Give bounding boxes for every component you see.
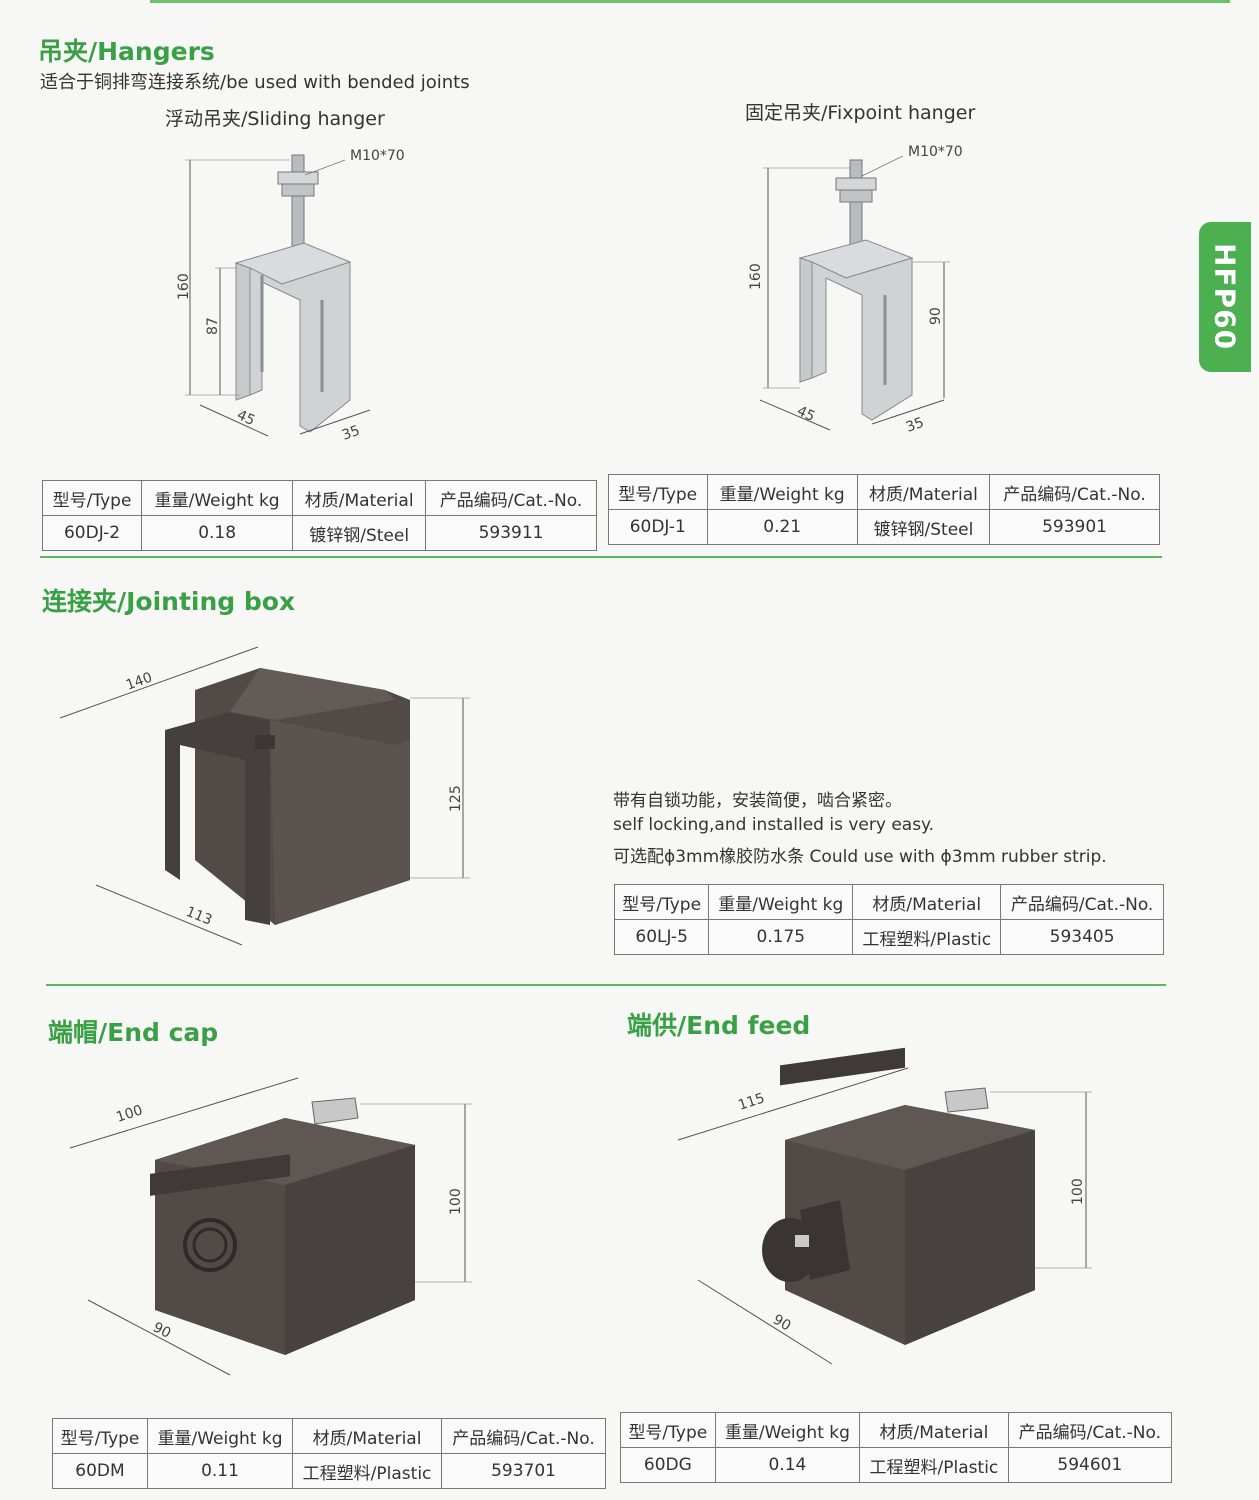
td-catno: 593911 [425, 515, 597, 551]
th-catno: 产品编码/Cat.-No. [1000, 884, 1164, 920]
jointing-desc-option: 可选配ϕ3mm橡胶防水条 Could use with ϕ3mm rubber … [613, 847, 1107, 867]
endcap-dim-100-top: 100 [114, 1102, 144, 1125]
fixpoint-dim-160: 160 [748, 263, 764, 290]
endfeed-dim-115: 115 [736, 1090, 766, 1113]
td-material: 工程塑料/Plastic [852, 919, 1002, 955]
fixpoint-hanger-drawing: M10*70 160 90 45 35 [748, 144, 963, 436]
jointing-title: 连接夹/Jointing box [42, 587, 296, 616]
th-type: 型号/Type [52, 1418, 148, 1454]
td-catno: 593701 [441, 1453, 606, 1489]
top-rule [150, 0, 1230, 3]
th-material: 材质/Material [292, 1418, 443, 1454]
td-type: 60LJ-5 [613, 919, 710, 955]
td-material: 工程塑料/Plastic [859, 1447, 1009, 1483]
td-material: 镀锌钢/Steel [856, 509, 991, 545]
td-weight: 0.21 [706, 509, 858, 545]
fixpoint-dim-45: 45 [794, 403, 817, 425]
td-type: 60DJ-2 [41, 515, 143, 551]
fixpoint-dim-35: 35 [904, 415, 926, 436]
th-weight: 重量/Weight kg [146, 1418, 294, 1454]
sliding-hanger-table: 型号/Type 重量/Weight kg 材质/Material 产品编码/Ca… [41, 480, 597, 551]
th-type: 型号/Type [608, 474, 708, 510]
th-weight: 重量/Weight kg [706, 474, 858, 510]
endfeed-dim-90: 90 [770, 1312, 793, 1335]
th-type: 型号/Type [620, 1412, 716, 1448]
td-type: 60DG [620, 1447, 716, 1483]
td-material: 工程塑料/Plastic [292, 1453, 443, 1489]
section-rule-1 [40, 556, 1162, 558]
endcap-dim-100-side: 100 [448, 1188, 464, 1215]
jointing-dim-113: 113 [184, 904, 215, 929]
td-catno: 593405 [1000, 919, 1164, 955]
th-material: 材质/Material [292, 480, 427, 516]
side-tab: HFP60 [1199, 222, 1251, 372]
td-catno: 594601 [1007, 1447, 1173, 1483]
jointing-box-drawing: 140 125 113 [59, 646, 470, 946]
hangers-subtitle: 适合于铜排弯连接系统/be used with bended joints [40, 72, 470, 93]
th-catno: 产品编码/Cat.-No. [1007, 1412, 1173, 1448]
jointing-desc-en: self locking,and installed is very easy. [613, 815, 935, 835]
td-weight: 0.14 [714, 1447, 861, 1483]
th-weight: 重量/Weight kg [714, 1412, 861, 1448]
endfeed-table: 型号/Type 重量/Weight kg 材质/Material 产品编码/Ca… [620, 1412, 1173, 1483]
th-weight: 重量/Weight kg [141, 480, 294, 516]
fixpoint-hanger-caption: 固定吊夹/Fixpoint hanger [745, 102, 976, 124]
jointing-table: 型号/Type 重量/Weight kg 材质/Material 产品编码/Ca… [613, 884, 1164, 955]
endcap-dim-90: 90 [150, 1319, 173, 1341]
sliding-hanger-drawing: M10*70 160 87 45 35 [176, 148, 405, 444]
td-material: 镀锌钢/Steel [292, 515, 427, 551]
td-weight: 0.18 [141, 515, 294, 551]
sliding-bolt-label: M10*70 [350, 148, 405, 164]
endfeed-title: 端供/End feed [627, 1011, 811, 1040]
th-material: 材质/Material [856, 474, 991, 510]
hangers-title: 吊夹/Hangers [38, 37, 215, 66]
th-catno: 产品编码/Cat.-No. [989, 474, 1160, 510]
td-catno: 593901 [989, 509, 1160, 545]
td-type: 60DM [52, 1453, 148, 1489]
th-type: 型号/Type [613, 884, 710, 920]
endcap-table: 型号/Type 重量/Weight kg 材质/Material 产品编码/Ca… [52, 1418, 606, 1489]
fixpoint-hanger-table: 型号/Type 重量/Weight kg 材质/Material 产品编码/Ca… [608, 474, 1160, 545]
td-weight: 0.175 [708, 919, 854, 955]
end-feed-drawing: 115 100 90 [677, 1047, 1092, 1365]
fixpoint-bolt-label: M10*70 [908, 144, 963, 160]
th-weight: 重量/Weight kg [708, 884, 854, 920]
th-type: 型号/Type [41, 480, 143, 516]
th-catno: 产品编码/Cat.-No. [441, 1418, 606, 1454]
td-weight: 0.11 [146, 1453, 294, 1489]
sliding-dim-35: 35 [340, 423, 362, 444]
endfeed-dim-100: 100 [1070, 1178, 1086, 1205]
sliding-dim-87: 87 [205, 317, 221, 335]
jointing-desc-cn: 带有自锁功能，安装简便，啮合紧密。 [613, 791, 902, 811]
th-material: 材质/Material [859, 1412, 1009, 1448]
sliding-hanger-caption: 浮动吊夹/Sliding hanger [165, 108, 385, 130]
jointing-dim-140: 140 [124, 670, 155, 694]
sliding-dim-45: 45 [234, 407, 257, 429]
th-material: 材质/Material [852, 884, 1002, 920]
jointing-dim-125: 125 [448, 785, 464, 812]
th-catno: 产品编码/Cat.-No. [425, 480, 597, 516]
endcap-title: 端帽/End cap [48, 1018, 219, 1047]
section-rule-2 [46, 984, 1166, 986]
td-type: 60DJ-1 [608, 509, 708, 545]
fixpoint-dim-90: 90 [928, 307, 944, 325]
end-cap-drawing: 100 100 90 [69, 1077, 472, 1376]
sliding-dim-160: 160 [176, 273, 192, 300]
